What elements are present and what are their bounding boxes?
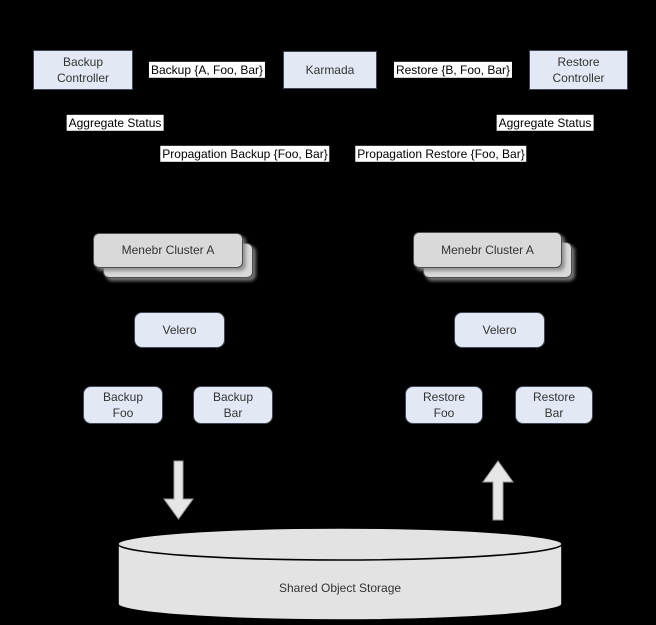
edge-label-aggregate-status-right: Aggregate Status xyxy=(496,114,594,132)
node-backup-controller: Backup Controller xyxy=(33,50,133,90)
node-restore-foo: Restore Foo xyxy=(405,386,483,424)
edge-label-propagation-restore: Propagation Restore {Foo, Bar} xyxy=(355,145,527,163)
edge-label-restore-crd: Restore {B, Foo, Bar} xyxy=(393,61,513,79)
node-restore-controller: Restore Controller xyxy=(529,50,628,90)
storage-cylinder xyxy=(117,527,563,621)
cluster-a-right: Menebr Cluster A xyxy=(413,232,562,268)
node-restore-bar: Restore Bar xyxy=(515,386,593,424)
node-karmada: Karmada xyxy=(283,51,377,89)
edge-label-propagation-backup: Propagation Backup {Foo, Bar} xyxy=(160,145,330,163)
node-backup-foo: Backup Foo xyxy=(83,386,163,424)
node-velero-right: Velero xyxy=(454,312,545,348)
node-velero-left: Velero xyxy=(134,312,225,348)
node-backup-bar: Backup Bar xyxy=(193,386,273,424)
edge-label-aggregate-status-left: Aggregate Status xyxy=(66,114,164,132)
edge-label-backup-crd: Backup {A, Foo, Bar} xyxy=(148,61,266,79)
down-arrow-icon xyxy=(163,460,194,520)
storage-label: Shared Object Storage xyxy=(278,581,402,595)
cluster-a-left: Menebr Cluster A xyxy=(93,233,243,268)
up-arrow-icon xyxy=(482,460,514,521)
